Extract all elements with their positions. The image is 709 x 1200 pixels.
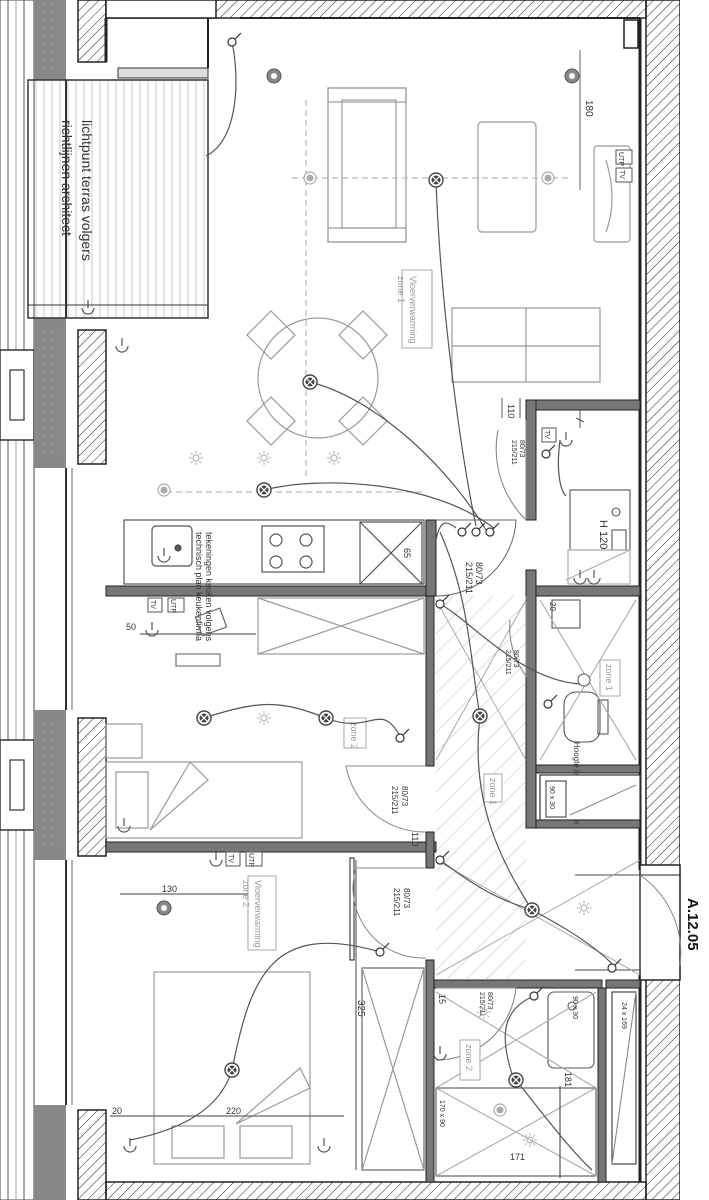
living-zone-box [401,269,433,349]
door-store-code2: 215/211 [510,440,517,465]
bedroom2 [110,860,425,1171]
bathroom [435,987,637,1178]
terrace: lichtpunt terras volgers richtlijnen arc… [27,67,209,319]
bath-zone-label: zone 2 [464,1044,474,1071]
bath-zone-box [459,1039,481,1081]
bed1-zone-box [343,717,367,749]
dim-20-bed: 20 [112,1106,122,1116]
dim-170x90: 170 x 90 [438,1100,445,1127]
bedroom1 [105,597,425,839]
living-zone-line1: Vloerverwarming [408,276,418,344]
dim-90x30b: 90 x 30 [571,996,578,1019]
unit-code: A.12.05 [684,898,701,951]
bed2-utp: UTP [247,853,254,867]
door-bath-code2: 215/211 [478,992,485,1017]
door-wc-code1: 80/73 [512,650,519,668]
terrace-note-line2: richtlijnen architect [59,120,75,236]
hall-zone-label: zone 1 [488,778,498,805]
dim-171: 171 [510,1152,525,1162]
dim-50: 50 [126,622,136,632]
bed1-tv: TV [149,600,156,609]
svg-text:80/73 215/211: 80/73 215/211 [478,992,493,1017]
door-bed2-code2: 215/211 [392,888,401,917]
dim-90x30: 90 x 30 [548,786,555,809]
svg-text:80/73 215/211: 80/73 215/211 [392,888,411,917]
wc-zone-box [599,659,621,697]
h120-label: H 120 [597,520,609,549]
svg-text:Vloerverwarming zone 1: Vloerverwarming zone 1 [396,276,418,346]
dim-220: 220 [226,1106,241,1116]
dim-180: 180 [583,100,594,117]
outlets: UTP TV TV UTP TV UTP [147,149,633,867]
bed2-tv: TV [227,854,234,863]
door-bedroom2 [352,867,427,959]
dim-65: 65 [402,548,412,558]
door-store-code1: 80/73 [518,440,525,458]
living-tv: TV [618,170,625,179]
storage-room [495,420,631,585]
wc-zone-label: zone 1 [604,664,614,691]
svg-text:technisch plan keukenfirma: technisch plan keukenfirma tekeningen ke… [194,532,214,644]
door-wc-code2: 215/211 [504,650,511,675]
dim-110b: 110 [410,832,420,846]
dim-15: 15 [437,994,447,1004]
dim-130: 130 [162,884,177,894]
bed2-zone-line1: Vloerverwarming [253,880,263,948]
door-kh-code2: 215/211 [464,562,474,594]
kitchen [123,519,425,585]
door-kitchen-hall: 80/73 215/211 [435,519,517,597]
svg-text:Vloerverwarming zone 2: Vloerverwarming zone 2 [241,880,263,950]
door-bed1-code2: 215/211 [390,786,399,815]
door-bed1-code1: 80/73 [400,786,409,807]
bed1-utp: UTP [169,599,176,613]
dim-24x169: 24 x 169 [620,1002,627,1029]
dim-20-wc: 20 [548,602,557,611]
dim-325: 325 [355,1000,366,1017]
door-bedroom1 [345,765,427,833]
door-kh-code1: 80/73 [474,562,484,585]
living-utp: UTP [617,152,624,166]
terrace-note-line1: lichtpunt terras volgers [79,120,95,261]
svg-text:80/73 215/211: 80/73 215/211 [504,650,519,675]
living-furniture [166,50,631,493]
outer-walls [104,0,709,1200]
store-tv: TV [543,430,550,439]
living-zone-line2: zone 1 [396,276,406,303]
kitchen-note-line1: technisch plan keukenfirma [194,532,204,641]
door-bath-code1: 80/73 [486,992,493,1010]
svg-text:80/73 215/211: 80/73 215/211 [510,440,525,465]
kitchen-note-line2: tekeningen keuken volgens [204,532,214,642]
door-bed2-code1: 80/73 [402,888,411,909]
bed2-zone-box [247,875,277,951]
bed1-zone-label: zone 2 [349,722,359,749]
dim-181: 181 [563,1072,573,1087]
dim-110a: 110 [506,404,516,418]
bed2-zone-line2: zone 2 [241,880,251,907]
electrical [81,32,622,1171]
interior-walls [105,399,641,1183]
svg-text:lichtpunt terras volgers: lichtpunt terras volgers richtlijnen arc… [59,120,95,265]
svg-text:80/73 215/211: 80/73 215/211 [464,562,484,594]
svg-text:80/73 215/211: 80/73 215/211 [390,786,409,815]
